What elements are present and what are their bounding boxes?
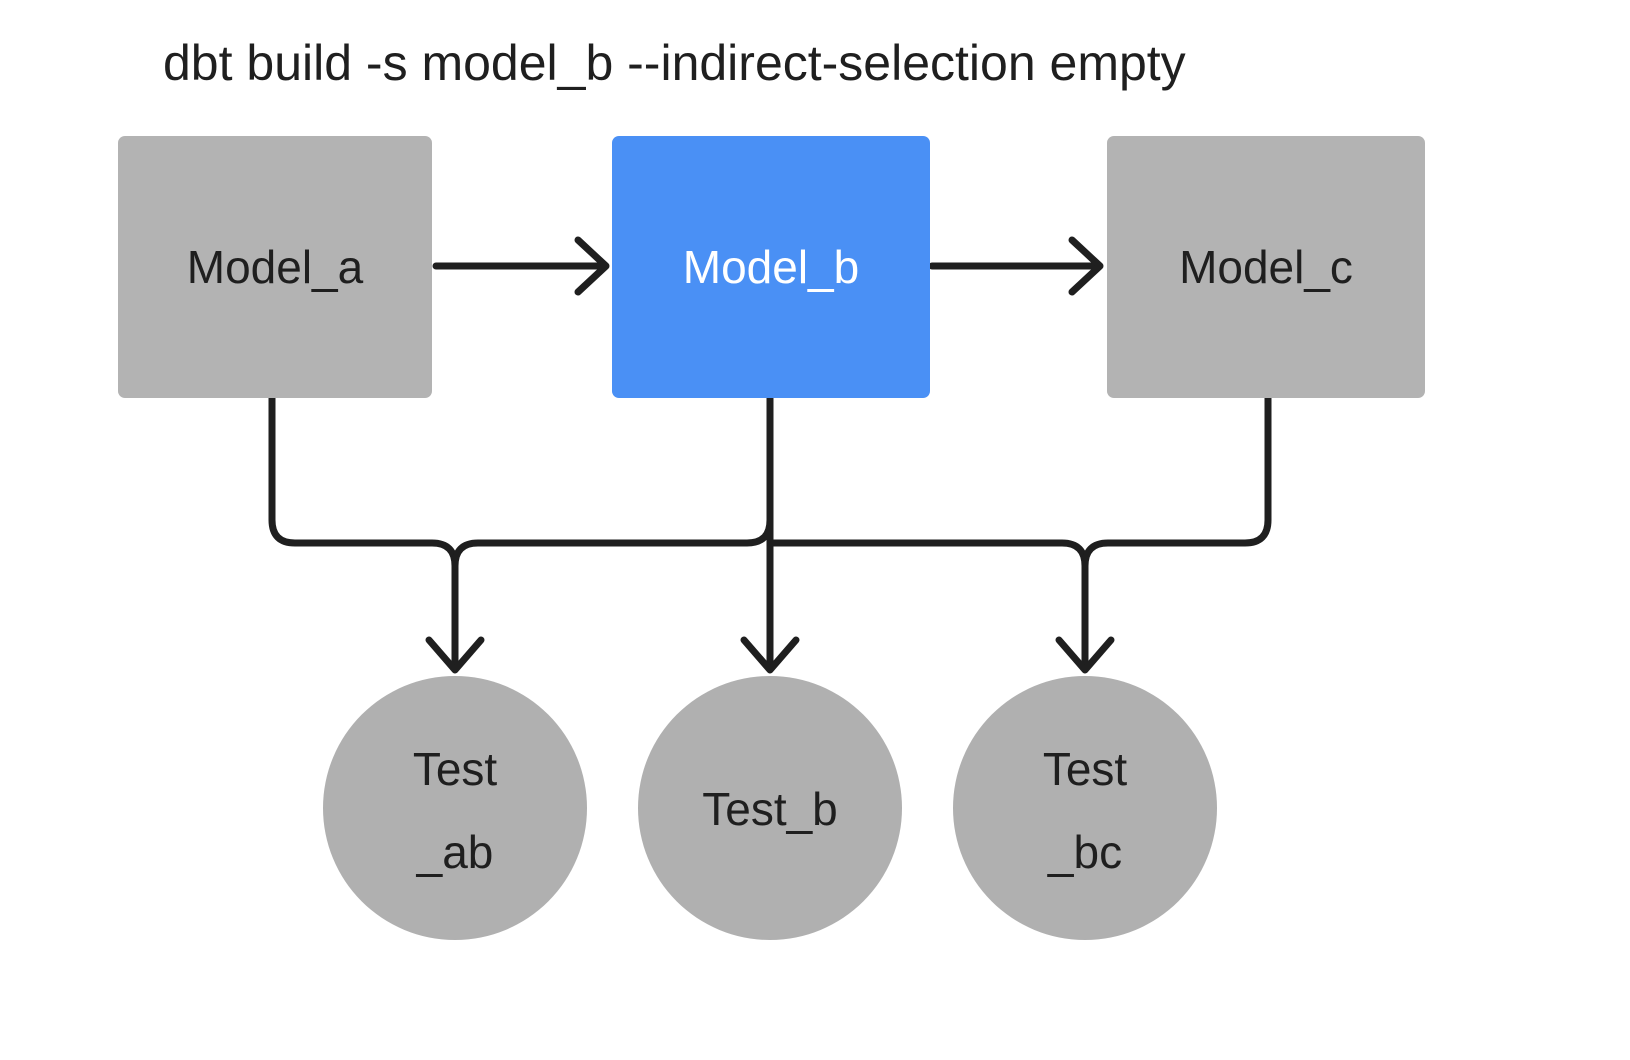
model-c-box[interactable] — [1107, 136, 1425, 398]
test-bc-circle[interactable] — [953, 676, 1217, 940]
arrow-head-model-a-to-model-b — [574, 236, 610, 296]
model-b-box[interactable] — [612, 136, 930, 398]
arrow-head-to-test-ab — [425, 636, 485, 674]
edge-model-a-to-test-ab — [268, 394, 459, 668]
model-a-label: Model_a — [187, 241, 364, 293]
test-ab-circle[interactable] — [323, 676, 587, 940]
edges-layer — [268, 236, 1272, 674]
test-b-circle[interactable] — [638, 676, 902, 940]
model-node-model-a[interactable]: Model_a — [118, 136, 432, 398]
test-b-label-line1: Test_b — [702, 783, 838, 835]
model-b-label: Model_b — [683, 241, 859, 293]
test-node-test-ab[interactable]: Test _ab — [323, 676, 587, 940]
test-ab-label-line1: Test — [413, 743, 498, 795]
arrow-head-to-test-b — [740, 636, 800, 674]
model-node-model-c[interactable]: Model_c — [1107, 136, 1425, 398]
edge-model-b-to-test-bc — [766, 539, 1089, 668]
edge-model-b-to-test-ab — [451, 394, 774, 570]
test-ab-label-line2: _ab — [416, 826, 494, 878]
test-bc-label-line1: Test — [1043, 743, 1128, 795]
edge-model-c-to-test-bc — [1081, 394, 1272, 570]
model-a-box[interactable] — [118, 136, 432, 398]
test-bc-label-line2: _bc — [1047, 826, 1122, 878]
arrow-head-to-test-bc — [1055, 636, 1115, 674]
diagram-title: dbt build -s model_b --indirect-selectio… — [163, 35, 1186, 91]
test-node-test-bc[interactable]: Test _bc — [953, 676, 1217, 940]
model-node-model-b[interactable]: Model_b — [612, 136, 930, 398]
arrow-head-model-b-to-model-c — [1068, 236, 1104, 296]
test-node-test-b[interactable]: Test_b — [638, 676, 902, 940]
model-c-label: Model_c — [1179, 241, 1353, 293]
